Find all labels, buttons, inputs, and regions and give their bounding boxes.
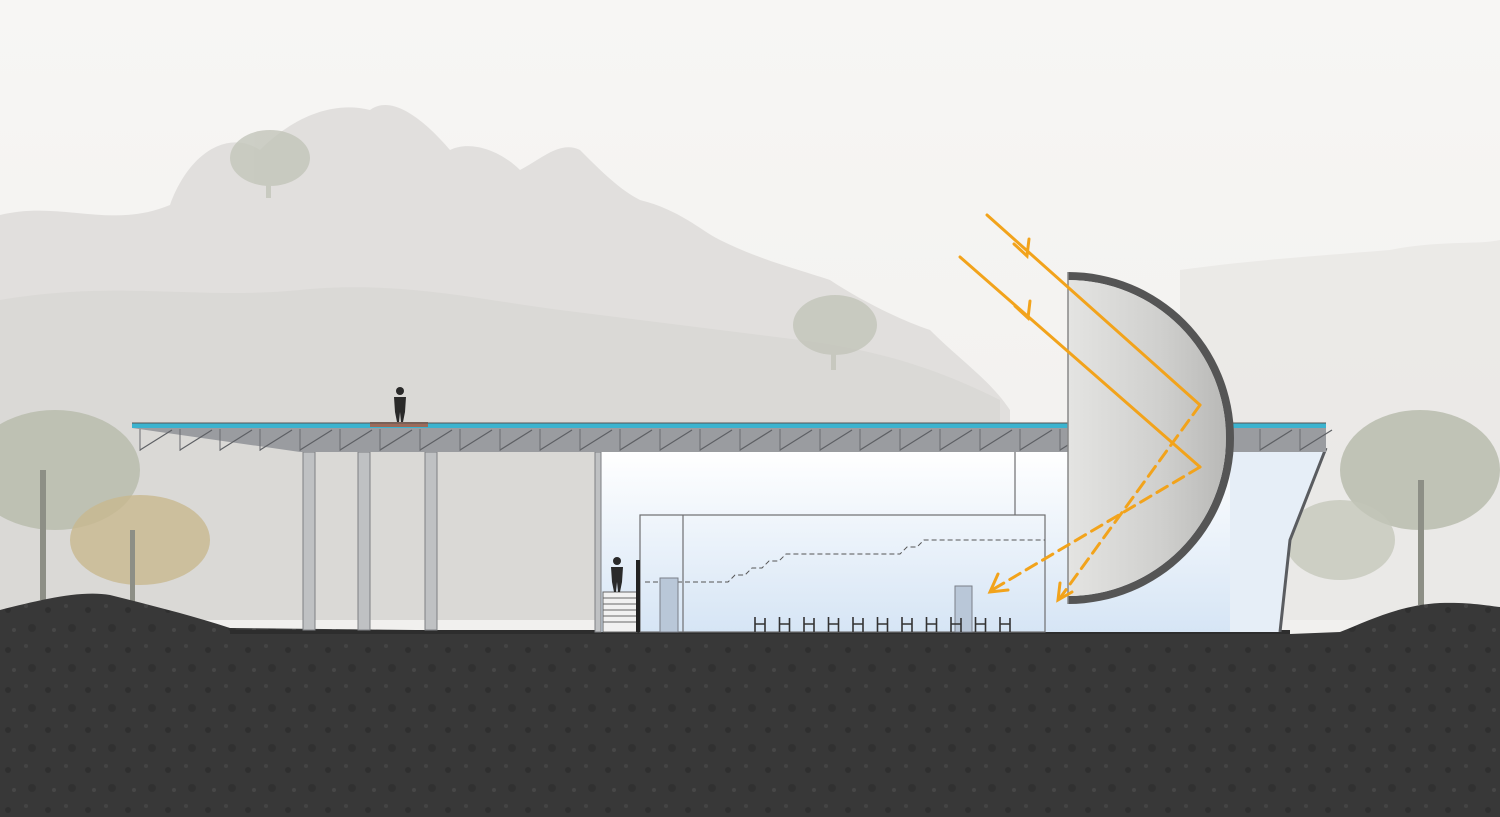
truss-diagonal [939,429,973,451]
truss-diagonal [1299,429,1333,451]
chair [754,617,766,632]
truss-diagonal [859,429,893,451]
truss-diagonal [499,429,533,451]
ground-section [0,593,1500,817]
dome-interior [1068,280,1226,596]
background-tree-top [230,130,310,198]
truss-diagonal [539,429,573,451]
truss-diagonal [699,429,733,451]
entry-stairs [602,591,638,633]
display-screen-left [659,577,679,633]
sun-ray-diagram [958,213,1202,603]
roof-glazing-left [132,423,1072,428]
truss-diagonal [819,429,853,451]
reflected-ray-lower [990,465,1202,592]
right-wall-edge [1278,447,1328,633]
roof-glazing-right [1230,423,1326,428]
truss-diagonal [379,429,413,451]
truss-diagonal [619,429,653,451]
seating-tier-dashed [645,539,1045,583]
truss-diagonal [659,429,693,451]
roof-hatch [370,422,428,427]
truss-diagonal [339,429,373,451]
roof-truss [139,429,1333,451]
chair [778,617,791,632]
reflected-arrowhead-left [987,572,1010,594]
truss-diagonal [899,429,933,451]
truss-diagonal [1259,429,1293,451]
truss-diagonal [979,429,1013,451]
truss-diagonal [1019,429,1053,451]
truss-diagonal [139,429,173,451]
right-wall-profile [1230,452,1326,632]
chair [950,617,962,632]
person-figure-interior [611,557,623,592]
truss-diagonal [739,429,773,451]
chair [827,617,840,632]
incoming-ray-upper [985,213,1202,407]
truss-diagonal [779,429,813,451]
entry-wall [636,560,640,632]
chair [999,617,1011,632]
truss-diagonal [419,429,453,451]
person-figure-roof [394,387,406,422]
incoming-ray-lower [958,255,1202,469]
display-screen-right [954,585,973,633]
chair [925,617,938,632]
chair [901,617,913,632]
reflected-ray-upper [1058,403,1202,600]
truss-diagonal [179,429,213,451]
ray-arrow-1 [1012,237,1031,260]
right-tree [1285,410,1500,605]
ray-arrow-2 [1013,299,1032,322]
background-tree-middle [793,295,877,370]
left-tree [0,410,210,610]
truss-diagonal [459,429,493,451]
reflected-arrowhead-right [1056,581,1074,603]
chair [803,617,815,632]
truss-diagonal [299,429,333,451]
support-columns [302,451,602,633]
truss-diagonal [259,429,293,451]
truss-diagonal [579,429,613,451]
chair [852,617,864,632]
truss-diagonal [219,429,253,451]
chair [974,617,987,632]
chair [876,617,889,632]
chair-row [754,617,1011,632]
